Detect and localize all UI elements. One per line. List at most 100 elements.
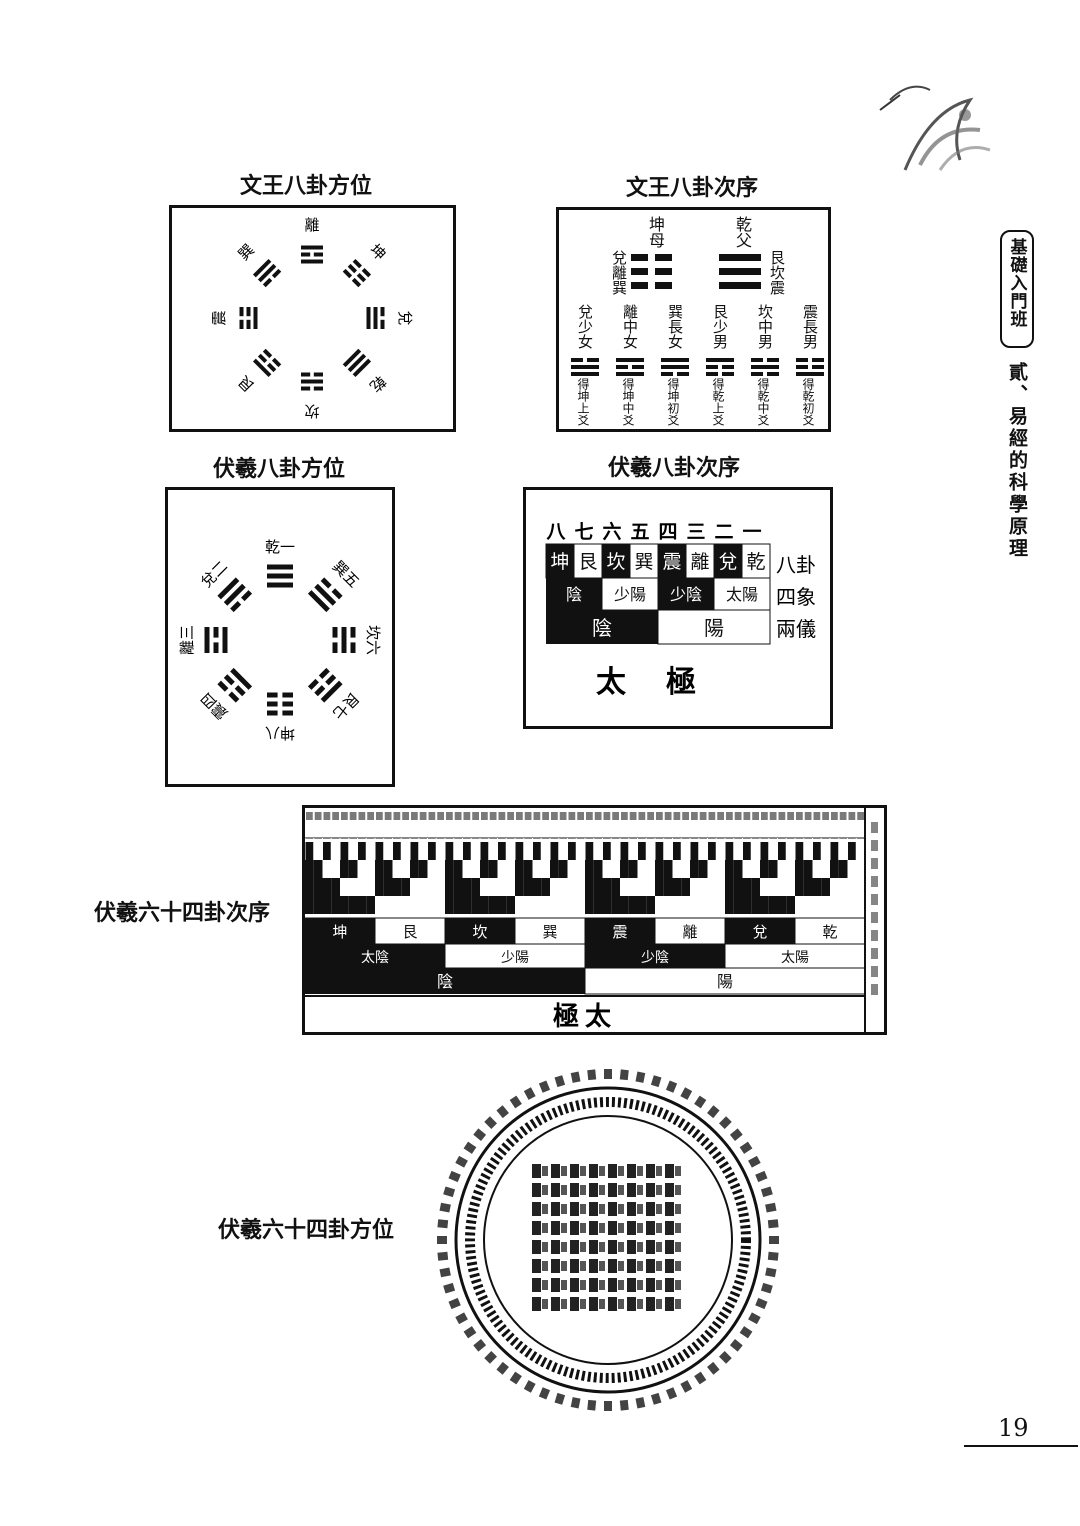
- fx-label-6: 離三: [178, 625, 196, 655]
- f64-trigram-6: 兌: [752, 923, 767, 941]
- ww-trigram-0: [301, 245, 323, 264]
- kun-mother-label: 坤母: [646, 216, 665, 248]
- fx-label-4: 坤八: [265, 724, 295, 742]
- four-image-shaoyang: 少陽: [614, 585, 646, 604]
- seq-trigram-7: 乾: [746, 551, 765, 573]
- fuxi-layout-diagram: 乾一巽五坎六艮七坤八 震四 離三 兌二: [165, 487, 395, 787]
- seq-trigram-4: 震: [662, 551, 681, 573]
- fx-trigram-3: [307, 667, 343, 703]
- fuxi64-sequence-table: 坤艮坎巽震離兌乾 太陰 少陽 少陰 太陽 陰 陽 極太: [304, 808, 878, 1032]
- seq-number-7: 一: [742, 521, 761, 543]
- seq-number-4: 四: [658, 521, 677, 543]
- course-tab-label: 基礎入門班: [1006, 238, 1027, 328]
- wenwang-sequence-title: 文王八卦次序: [626, 176, 759, 201]
- fx-label-5: 震四: [197, 689, 231, 723]
- fuxi64-sequence-diagram: 坤艮坎巽震離兌乾 太陰 少陽 少陰 太陽 陰 陽 極太: [302, 805, 887, 1035]
- fuxi-sequence-table: 八七六五四三二一 坤艮坎巽震離兌乾 陰 少陽 少陰 太陽 陰 陽 八卦 四象 兩…: [545, 520, 816, 700]
- f64-trigram-2: 坎: [472, 923, 487, 941]
- seq-number-3: 五: [630, 521, 649, 543]
- ww-trigram-7: [252, 258, 282, 288]
- four-image-yin: 陰: [566, 585, 582, 604]
- child-source-4: 得乾中爻: [756, 378, 770, 426]
- f64-mode-yin: 陰: [437, 972, 453, 991]
- seq-trigram-1: 艮: [578, 551, 597, 573]
- qian-father-label: 乾父: [733, 216, 752, 248]
- f64-mode-yang: 陽: [717, 972, 733, 991]
- wenwang-sequence-diagram: 坤母 乾父 兌離巽 艮坎震 兌少女得坤上爻離中女得坤中爻巽長女得坤初爻艮少男得乾…: [556, 207, 831, 432]
- child-source-5: 得乾初爻: [801, 378, 815, 426]
- ww-label-4: 坎: [304, 402, 319, 420]
- f64-trigram-5: 離: [682, 923, 697, 941]
- ww-trigram-2: [366, 307, 385, 329]
- chapter-title: 貳、易經的科學原理: [1006, 362, 1028, 560]
- ww-label-3: 乾: [366, 372, 389, 395]
- seq-number-0: 八: [546, 521, 566, 543]
- ww-trigram-1: [342, 258, 372, 288]
- fx-trigram-0: [267, 564, 293, 588]
- child-name-1: 離中女: [621, 304, 639, 349]
- f64-trigram-7: 乾: [822, 923, 837, 941]
- wenwang-layout-diagram: 離坤兌乾坎艮震巽: [169, 205, 456, 432]
- f64-trigram-3: 巽: [542, 923, 557, 941]
- taiji-label: 太極: [596, 665, 736, 700]
- row-label-bagua: 八卦: [776, 553, 816, 577]
- fuxi-sequence-diagram: 八七六五四三二一 坤艮坎巽震離兌乾 陰 少陽 少陰 太陽 陰 陽 八卦 四象 兩…: [523, 487, 833, 729]
- f64-four-image-1: 少陽: [501, 950, 529, 966]
- f64-trigram-1: 艮: [402, 923, 417, 941]
- child-source-1: 得坤中爻: [621, 378, 635, 426]
- fx-trigram-7: [217, 577, 253, 613]
- child-name-3: 艮少男: [711, 304, 729, 349]
- fx-label-2: 坎六: [364, 625, 382, 655]
- ww-trigram-4: [301, 372, 323, 391]
- f64-four-image-0: 太陰: [361, 950, 389, 966]
- child-name-4: 坎中男: [756, 304, 774, 349]
- fx-trigram-4: [267, 692, 293, 716]
- seq-number-2: 六: [602, 520, 621, 543]
- ww-label-2: 兌: [396, 310, 414, 325]
- left-group-label: 兌離巽: [610, 250, 628, 295]
- seq-number-1: 七: [574, 521, 593, 543]
- ww-trigram-5: [252, 348, 282, 378]
- page-number-rule: [964, 1445, 1078, 1447]
- f64-taiji-label: 極太: [553, 1002, 617, 1032]
- child-source-3: 得乾上爻: [711, 378, 725, 426]
- seq-trigram-5: 離: [690, 551, 709, 573]
- four-image-shaoyin: 少陰: [670, 585, 702, 604]
- ink-brush-decoration: [879, 85, 991, 171]
- f64-four-image-3: 太陽: [781, 950, 809, 966]
- ww-label-5: 艮: [235, 372, 258, 395]
- ww-label-1: 坤: [366, 241, 389, 264]
- fx-trigram-5: [217, 667, 253, 703]
- fuxi-sequence-title: 伏羲八卦次序: [608, 456, 741, 481]
- seq-trigram-2: 坎: [606, 551, 625, 573]
- fuxi64-circle-diagram: [437, 1069, 779, 1411]
- child-name-0: 兌少女: [576, 304, 594, 349]
- seq-trigram-3: 巽: [634, 551, 653, 573]
- f64-trigram-0: 坤: [332, 923, 347, 941]
- seq-number-6: 二: [714, 521, 733, 543]
- fx-trigram-6: [204, 626, 228, 653]
- f64-four-image-2: 少陰: [641, 950, 669, 966]
- fx-label-0: 乾一: [265, 538, 295, 556]
- fx-trigram-2: [332, 627, 356, 654]
- seq-trigram-0: 坤: [550, 551, 569, 573]
- four-image-taiyang: 太陽: [726, 585, 758, 604]
- right-group-label: 艮坎震: [768, 250, 786, 295]
- fx-label-1: 巽五: [329, 557, 363, 591]
- child-name-5: 震長男: [801, 304, 819, 349]
- fx-label-3: 艮七: [329, 689, 363, 723]
- wenwang-layout-title: 文王八卦方位: [240, 174, 373, 199]
- page-number: 19: [998, 1414, 1029, 1442]
- ww-label-6: 震: [210, 310, 228, 325]
- course-tab: 基礎入門班: [1000, 230, 1034, 348]
- ww-trigram-3: [342, 348, 372, 378]
- fuxi64-layout-title: 伏羲六十四卦方位: [218, 1218, 395, 1243]
- mode-yin: 陰: [592, 616, 612, 640]
- ww-trigram-6: [239, 307, 258, 329]
- fuxi-layout-title: 伏羲八卦方位: [213, 457, 346, 482]
- fx-label-7: 兌二: [197, 557, 231, 591]
- ww-label-7: 巽: [235, 241, 258, 264]
